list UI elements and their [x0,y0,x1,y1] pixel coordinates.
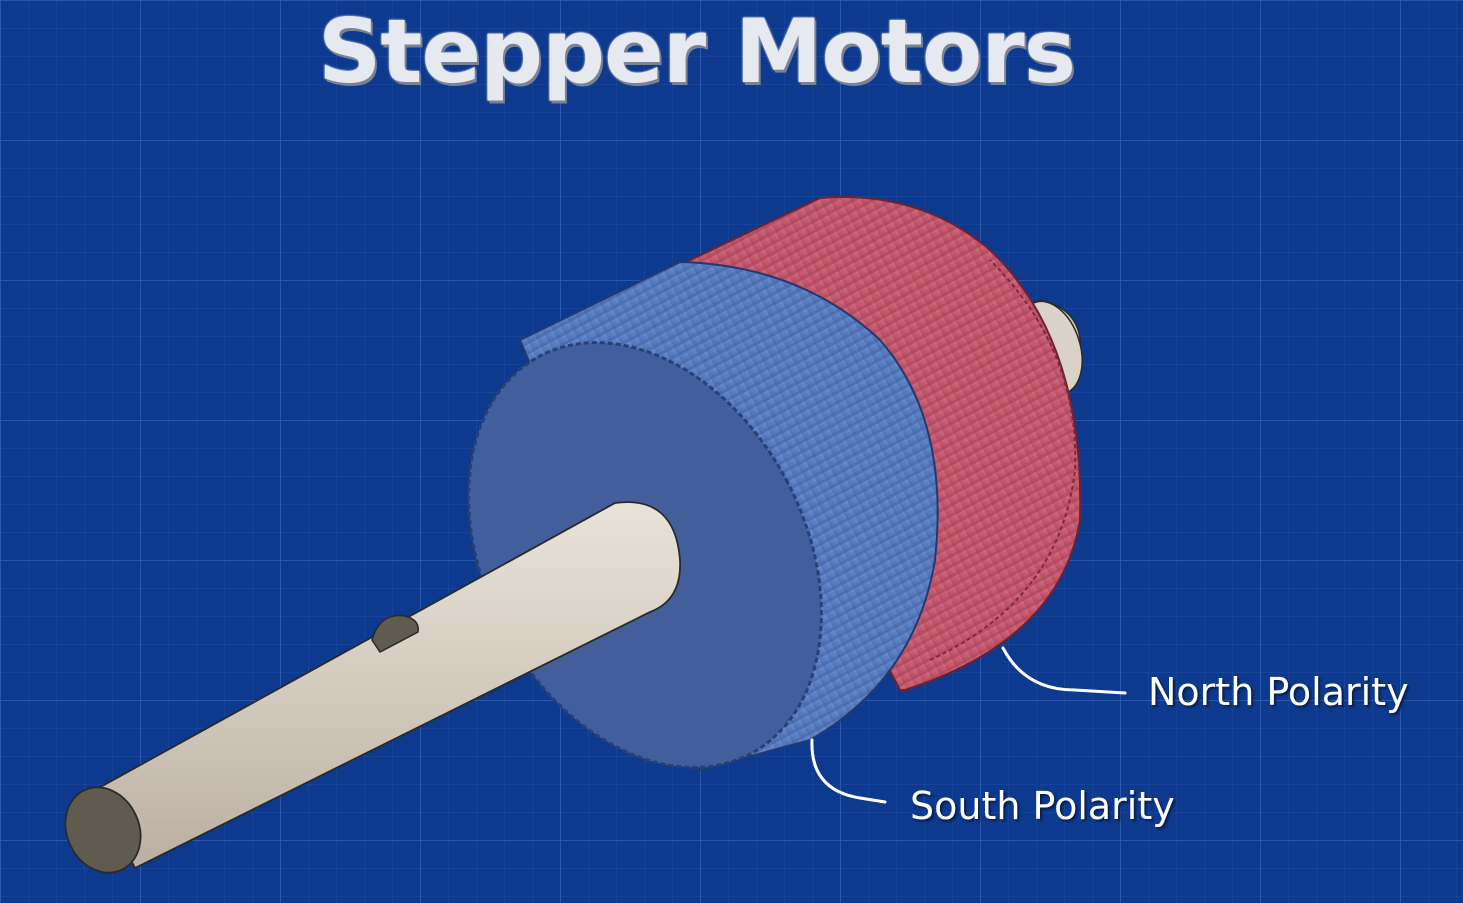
main-shaft [64,501,681,874]
shaft-keyway [371,614,419,653]
south-polarity-label: South Polarity [910,784,1175,828]
north-leader-line [1001,646,1127,695]
page-title: Stepper Motors [318,0,1076,103]
south-leader-line [810,738,887,804]
north-polarity-label: North Polarity [1148,670,1409,714]
